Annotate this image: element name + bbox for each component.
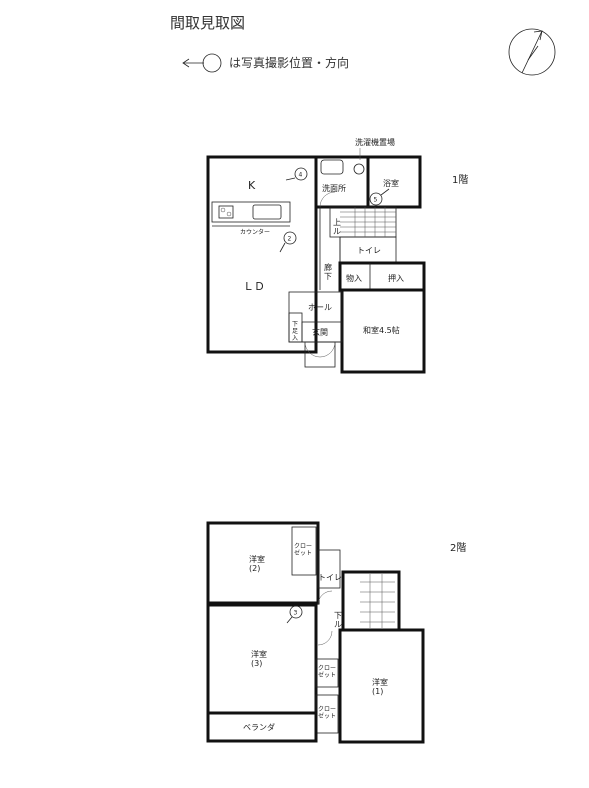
svg-text:5: 5 <box>374 197 378 204</box>
closet-2a-label: クローゼット <box>294 543 312 557</box>
kitchen-counter <box>211 201 291 227</box>
storage-label: 物入 <box>346 273 362 283</box>
room-3-label: 洋室(3) <box>251 649 267 668</box>
photo-point-3-icon: 3 <box>286 605 303 624</box>
entrance-label: 玄関 <box>312 327 328 337</box>
floor-2-label: 2階 <box>450 542 466 554</box>
photo-position-legend-icon <box>182 53 222 73</box>
shoe-box-label: 下足入 <box>292 321 298 342</box>
page-title: 間取見取図 <box>170 14 245 32</box>
closet-2c-label: クローゼット <box>318 706 336 720</box>
kitchen-label: K <box>248 179 256 192</box>
hall-label: ホール <box>308 303 332 312</box>
washroom-label: 洗面所 <box>322 183 346 193</box>
compass-icon <box>508 28 556 76</box>
laundry-label: 洗濯機置場 <box>355 137 395 147</box>
svg-text:2: 2 <box>288 236 292 243</box>
toilet-1f-label: トイレ <box>357 246 381 255</box>
veranda-label: ベランダ <box>243 722 275 732</box>
svg-text:3: 3 <box>294 610 298 617</box>
photo-point-2-icon: 2 <box>279 231 297 253</box>
photo-point-4-icon: 4 <box>285 167 308 181</box>
floor-2-plan: 洋室(2) クローゼット トイレ 下ル 洋室(3) クローゼット クローゼット … <box>206 521 466 744</box>
floor-1-stairs <box>340 207 396 237</box>
toilet-2f-label: トイレ <box>318 573 342 582</box>
stairs-down-label: 下ル <box>334 611 342 629</box>
stairs-up-label: 上ル <box>333 218 341 236</box>
legend-text: は写真撮影位置・方向 <box>229 55 349 70</box>
closet-1f-label: 押入 <box>388 273 404 283</box>
floor-1-plan: 洗濯機置場 K ＬＤ カウンター 洗面所 浴室 上ル トイレ 廊下 物入 押入 … <box>206 137 468 374</box>
living-dining-label: ＬＤ <box>243 280 265 293</box>
svg-text:4: 4 <box>299 172 303 179</box>
room-2-label: 洋室(2) <box>249 554 265 573</box>
bath-label: 浴室 <box>383 178 399 188</box>
counter-label: カウンター <box>240 228 270 236</box>
corridor-label: 廊下 <box>324 262 332 281</box>
floor-2-stairs <box>360 574 395 628</box>
room-1-label: 洋室(1) <box>372 677 388 696</box>
washitsu-label: 和室4.5帖 <box>363 325 400 335</box>
floor-1-label: 1階 <box>452 174 468 186</box>
closet-2b-label: クローゼット <box>318 665 336 679</box>
photo-point-5-icon: 5 <box>369 188 390 206</box>
